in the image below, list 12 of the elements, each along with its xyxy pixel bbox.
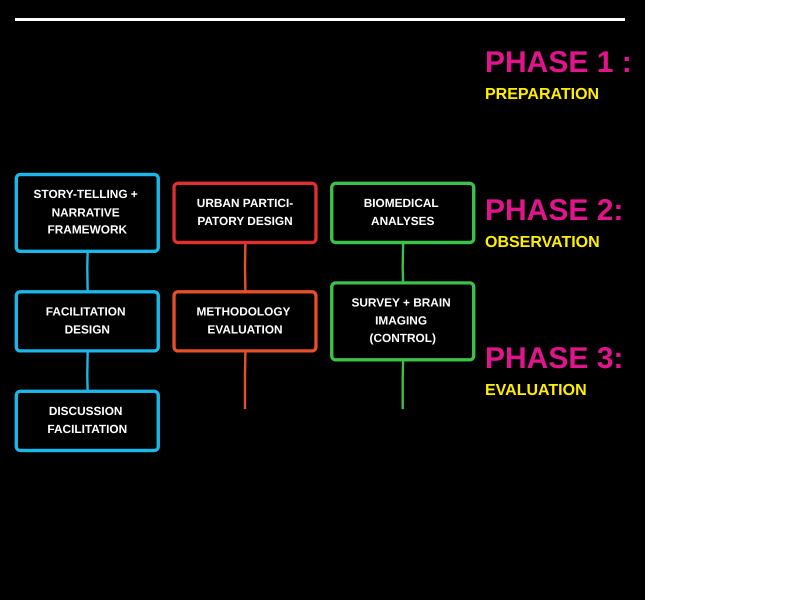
connector <box>244 242 247 292</box>
phase-name: OBSERVATION <box>485 234 601 252</box>
connector <box>86 252 89 292</box>
connector <box>402 360 404 410</box>
connector <box>402 242 404 284</box>
connector <box>244 351 247 410</box>
phase-name: PREPARATION <box>485 86 600 104</box>
phase-heading: PHASE 1 : <box>485 46 633 80</box>
connector <box>86 351 89 392</box>
phase-heading: PHASE 2: <box>485 194 624 228</box>
phase-heading: PHASE 3: <box>485 342 624 376</box>
phase-name: EVALUATION <box>485 382 588 400</box>
